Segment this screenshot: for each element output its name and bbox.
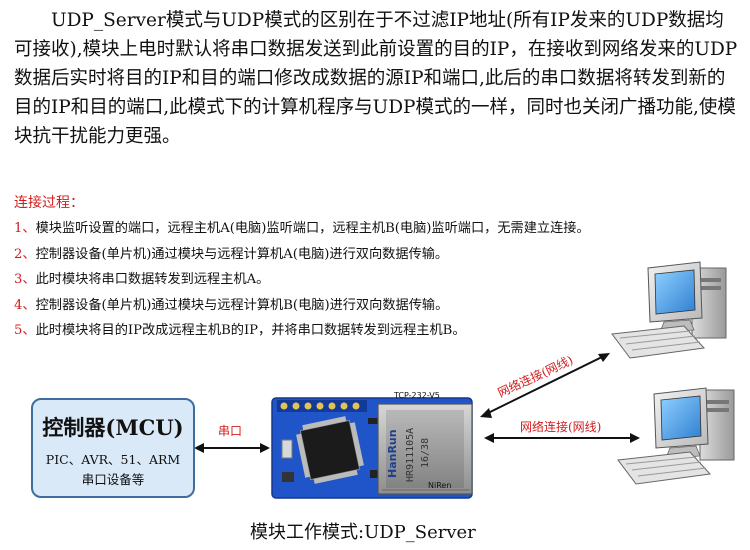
jack-code-label: 16/38 xyxy=(420,438,431,468)
step-text: 控制器设备(单片机)通过模块与远程计算机B(电脑)进行双向数据传输。 xyxy=(35,297,449,313)
mcu-box: 控制器(MCU) PIC、AVR、51、ARM 串口设备等 xyxy=(31,398,195,498)
step-text: 此时模块将目的IP改成远程主机B的IP，并将串口数据转发到远程主机B。 xyxy=(35,323,466,338)
step-number: 1、 xyxy=(14,221,36,236)
step-number: 2、 xyxy=(14,246,36,262)
diagram-caption: 模块工作模式:UDP_Server xyxy=(250,522,476,543)
jack-brand-label: HanRun xyxy=(386,429,399,478)
step-item: 5、此时模块将目的IP改成远程主机B的IP，并将串口数据转发到远程主机B。 xyxy=(14,318,590,344)
module-board xyxy=(271,397,473,499)
step-item: 2、控制器设备(单片机)通过模块与远程计算机A(电脑)进行双向数据传输。 xyxy=(14,242,590,268)
mcu-title: 控制器(MCU) xyxy=(42,415,184,440)
step-text: 模块监听设置的端口，远程主机A(电脑)监听端口，远程主机B(电脑)监听端口，无需… xyxy=(35,221,590,236)
step-number: 4、 xyxy=(14,297,36,313)
network-arrow-a xyxy=(480,353,610,418)
network-arrow-b xyxy=(484,433,640,443)
step-text: 控制器设备(单片机)通过模块与远程计算机A(电脑)进行双向数据传输。 xyxy=(35,246,449,262)
steps-title: 连接过程： xyxy=(14,195,84,211)
module-silk-label: TCP-232-V5 xyxy=(393,391,440,400)
mcu-devices: 串口设备等 xyxy=(81,472,145,487)
step-item: 1、模块监听设置的端口，远程主机A(电脑)监听端口，远程主机B(电脑)监听端口，… xyxy=(14,216,590,242)
module-silk-label-2: NiRen xyxy=(428,481,451,490)
network-label-b: 网络连接(网线) xyxy=(520,420,602,434)
computer-b-icon xyxy=(617,387,735,485)
mcu-platforms: PIC、AVR、51、ARM xyxy=(45,452,181,467)
step-item: 3、此时模块将串口数据转发到远程主机A。 xyxy=(14,267,590,293)
step-number: 5、 xyxy=(14,323,36,338)
serial-arrow xyxy=(194,443,270,453)
serial-label: 串口 xyxy=(218,424,243,438)
computer-a-icon xyxy=(611,261,727,359)
steps-list: 1、模块监听设置的端口，远程主机A(电脑)监听端口，远程主机B(电脑)监听端口，… xyxy=(14,216,590,344)
step-item: 4、控制器设备(单片机)通过模块与远程计算机B(电脑)进行双向数据传输。 xyxy=(14,293,590,319)
step-text: 此时模块将串口数据转发到远程主机A。 xyxy=(35,272,270,287)
intro-paragraph: UDP_Server模式与UDP模式的区别在于不过滤IP地址(所有IP发来的UD… xyxy=(14,10,738,147)
jack-model-label: HR911105A xyxy=(405,428,416,482)
step-number: 3、 xyxy=(14,272,36,287)
mcu-subtitle: PIC、AVR、51、ARM 串口设备等 xyxy=(33,450,193,490)
